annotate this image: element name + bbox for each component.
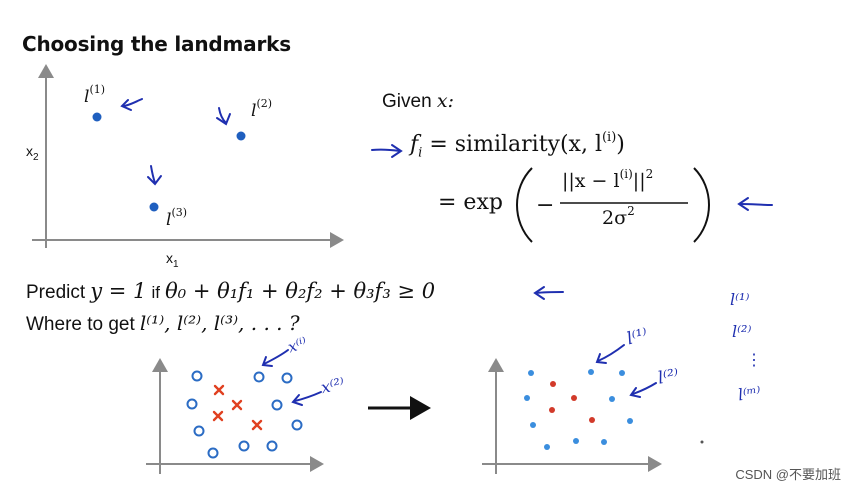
- watermark: CSDN @不要加班: [735, 467, 841, 482]
- fraction-denominator: 2σ2: [602, 204, 635, 229]
- slide-title: Choosing the landmarks: [22, 32, 291, 56]
- predict-line: Predict y = 1 if θ₀ + θ₁f₁ + θ₂f₂ + θ₃f₃…: [26, 279, 436, 303]
- hand-list-item-m: l⁽ᵐ⁾: [736, 382, 763, 405]
- formula-line-2-eq: = exp: [438, 190, 503, 215]
- hand-list-item-2: l⁽²⁾: [732, 322, 752, 341]
- fraction-numerator: ||x − l(i)||2: [562, 167, 654, 192]
- hand-arrows-bottom: [261, 344, 657, 406]
- hand-arrows-top: [120, 98, 231, 186]
- landmark-points-blue: [524, 369, 633, 450]
- formula-line-1: fi = similarity(x, l(i)): [410, 130, 625, 161]
- top-plot-axes: [32, 64, 344, 248]
- landmark-1-label: l(1): [84, 83, 106, 107]
- hand-list-item-1: l⁽¹⁾: [730, 290, 750, 309]
- minus-sign: −: [536, 193, 555, 218]
- landmark-points-red: [549, 381, 595, 423]
- landmark-1-dot: [92, 112, 102, 122]
- right-paren: [693, 167, 710, 243]
- landmark-2-dot: [236, 131, 246, 141]
- bottom-right-axes: [482, 358, 662, 474]
- hand-list-dots: ⋮: [746, 350, 762, 369]
- where-line: Where to get l⁽¹⁾, l⁽²⁾, l⁽³⁾, . . . ?: [26, 311, 300, 335]
- training-circles: [186, 370, 303, 459]
- left-paren: [516, 167, 533, 243]
- bottom-left-axes: [146, 358, 324, 474]
- training-crosses: [212, 384, 263, 431]
- given-text: Given x:: [382, 90, 455, 112]
- formula-arrows: [371, 144, 773, 300]
- landmark-3-dot: [149, 202, 159, 212]
- hand-l-2-label: l⁽²⁾: [656, 365, 681, 389]
- landmark-3-label: l(3): [166, 206, 188, 230]
- stray-dot: [700, 440, 704, 444]
- x-axis-label: x1: [166, 250, 179, 270]
- y-axis-label: x2: [26, 143, 39, 163]
- landmark-2-label: l(2): [251, 97, 273, 121]
